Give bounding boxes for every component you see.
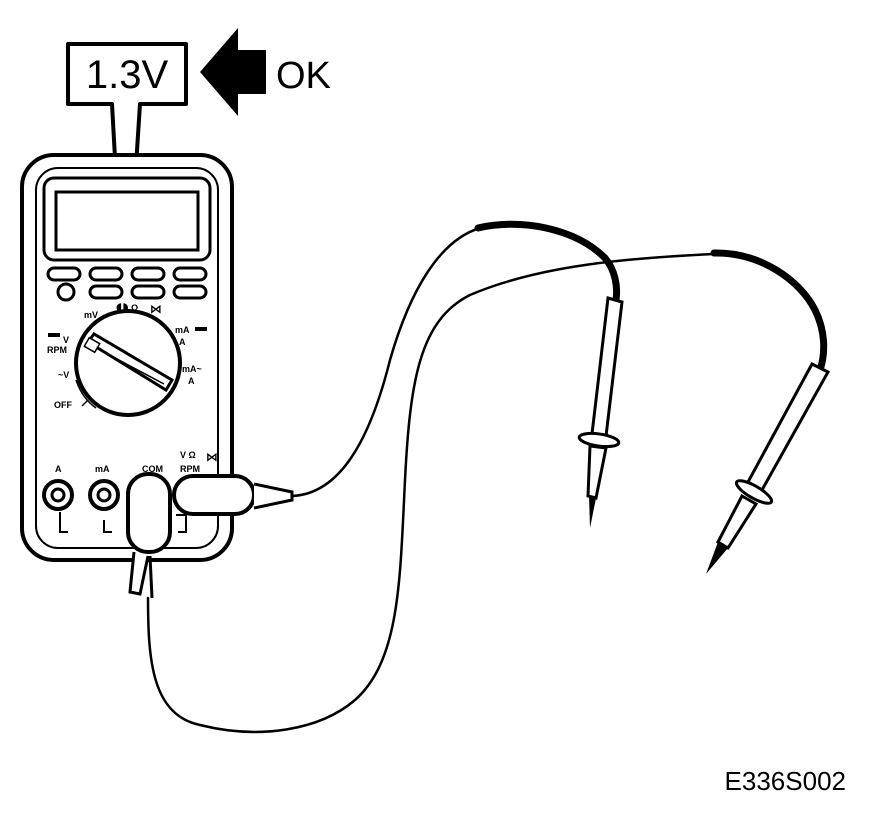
- ok-arrow-icon: [200, 28, 266, 116]
- dial-label-group: mV ◖◗ Ω ⋈ mA A V RPM ~V mA~ A OFF: [47, 300, 207, 410]
- reading-value: 1.3V: [86, 53, 169, 97]
- lcd-display: [42, 176, 212, 262]
- verdict-label: OK: [276, 55, 331, 97]
- jack-label-group: A mA COM V Ω ⋈ RPM: [55, 450, 218, 474]
- jack-label-a: A: [55, 464, 62, 474]
- dial-label-off: OFF: [54, 400, 72, 410]
- jack-label-rpm: RPM: [180, 464, 200, 474]
- com-plug: [126, 472, 172, 599]
- dial-label-mv: mV: [84, 310, 98, 320]
- input-jacks: [42, 479, 187, 533]
- diode-icon: ⋈: [150, 302, 162, 316]
- function-button-1: [46, 266, 82, 282]
- continuity-icon: ◖◗: [116, 300, 129, 314]
- dial-label-v-ac: ~V: [58, 370, 69, 380]
- power-button: [56, 282, 76, 302]
- test-leads: [146, 220, 828, 734]
- function-buttons: [46, 266, 208, 302]
- red-lead-wire: [290, 226, 482, 498]
- left-probe: [577, 296, 624, 528]
- jack-label-com: COM: [142, 464, 163, 474]
- black-lead-sleeve: [710, 249, 828, 374]
- function-button-2: [88, 266, 124, 282]
- black-lead-wire: [146, 252, 716, 734]
- dial-label-ma-dc: mA: [175, 325, 190, 335]
- rotary-selector-dial: [74, 309, 182, 417]
- dial-label-a-ac: A: [188, 376, 195, 386]
- jack-label-ma: mA: [95, 464, 110, 474]
- v-ohm-plug: [172, 474, 294, 516]
- jack-label-v-ohm: V Ω: [180, 450, 196, 460]
- dial-label-ohm: Ω: [131, 303, 138, 313]
- function-button-3: [130, 266, 166, 282]
- jack-diode-icon: ⋈: [206, 450, 218, 464]
- dial-label-ma-ac: mA~: [182, 364, 202, 374]
- dc-mark-right: [195, 327, 207, 331]
- reading-callout: 1.3V: [66, 42, 188, 214]
- red-lead-sleeve: [474, 220, 621, 304]
- dc-mark-left: [48, 333, 60, 337]
- function-button-5: [88, 284, 124, 300]
- dial-label-a-dc: A: [179, 337, 186, 347]
- function-button-7: [172, 284, 208, 300]
- function-button-6: [130, 284, 166, 300]
- dial-label-v-dc: V: [63, 335, 69, 345]
- right-probe: [706, 362, 831, 574]
- function-button-4: [172, 266, 208, 282]
- figure-code: E336S002: [725, 766, 846, 796]
- dial-label-rpm: RPM: [47, 345, 67, 355]
